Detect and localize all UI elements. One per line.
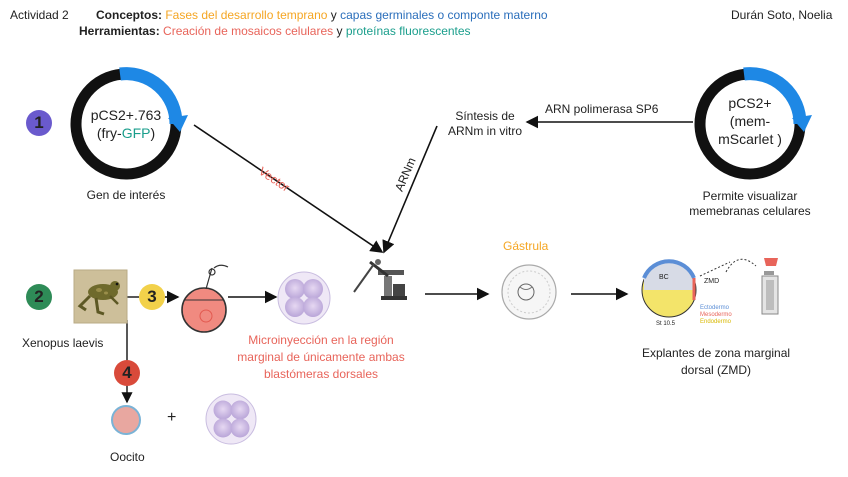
tools-and: y [333, 24, 346, 38]
frog-image [73, 269, 128, 324]
synthesis-line1: Síntesis de [455, 109, 515, 123]
plasmid-right-label: pCS2+ (mem- mScarlet ) [700, 94, 800, 148]
microinjector-icon [353, 259, 407, 300]
four-cell-embryo [277, 271, 331, 325]
plasmid-right-line3: mScarlet ) [718, 131, 782, 147]
author-name: Durán Soto, Noelia [731, 8, 833, 22]
micro-line2: marginal de únicamente ambas [237, 350, 405, 364]
gastrula-label: Gástrula [503, 239, 549, 253]
zmd-small-label: ZMD [704, 278, 720, 285]
four-cell-embryo-bottom [205, 393, 257, 445]
explant-diagram [641, 258, 779, 318]
oocyte-cell [111, 405, 141, 435]
explant-line1: Explantes de zona marginal [641, 346, 791, 360]
micro-line1: Microinyección en la región [248, 333, 394, 347]
plasmid-left-prefix: (fry- [96, 125, 122, 141]
plasmid-left-ring [70, 67, 188, 180]
oocyte-label: Oocito [110, 450, 145, 464]
plasmid-right-caption: Permite visualizar memebranas celulares [680, 189, 820, 219]
plasmid-right-ring [694, 67, 812, 180]
tools-part2: proteínas fluorescentes [345, 24, 471, 38]
plasmid-left-suffix: ) [150, 125, 156, 141]
tools-line: Herramientas: Creación de mosaicos celul… [79, 24, 471, 39]
arrow-arnm [382, 125, 438, 254]
gene-caption: Gen de interés [86, 188, 166, 202]
explant-line2: dorsal (ZMD) [680, 363, 751, 377]
step-3-badge: 3 [139, 284, 165, 310]
gastrula-embryo [501, 264, 557, 320]
injected-egg [181, 264, 229, 333]
mesoderm-label: Mesodermo [700, 312, 732, 318]
step-4-badge: 4 [114, 360, 140, 386]
micro-line3: blastómeras dorsales [263, 367, 379, 381]
arrow-vector [193, 124, 384, 253]
microinjection-label: Microinyección en la región marginal de … [226, 332, 416, 383]
endoderm-label: Endodermo [700, 319, 732, 325]
plasmid-right-line1: pCS2+ [728, 95, 772, 111]
plasmid-left-line2: (fry-GFP) [76, 124, 176, 142]
tools-part1: Creación de mosaicos celulares [163, 24, 334, 38]
stage-label: St 10.5 [656, 321, 676, 327]
germ-layer-legend: Ectodermo Mesodermo Endodermo [700, 305, 732, 326]
xenopus-label: Xenopus laevis [22, 336, 104, 350]
concepts-label: Conceptos: [96, 8, 162, 22]
step-1-badge: 1 [26, 110, 52, 136]
ectoderm-label: Ectodermo [700, 305, 730, 311]
concepts-and: y [327, 8, 341, 22]
plasmid-right-line2: (mem- [729, 113, 771, 129]
plasmid-left-line1: pCS2+.763 [90, 107, 162, 123]
step-2-badge: 2 [26, 284, 52, 310]
caption-line2: memebranas celulares [689, 204, 811, 218]
synthesis-line2: ARNm in vitro [447, 124, 522, 138]
polymerase-label: ARN polimerasa SP6 [545, 102, 659, 116]
synthesis-label: Síntesis de ARNm in vitro [440, 109, 530, 139]
concepts-part1: Fases del desarrollo temprano [165, 8, 328, 22]
caption-line1: Permite visualizar [702, 189, 798, 203]
bc-label: BC [659, 274, 669, 281]
concepts-line: Conceptos: Fases del desarrollo temprano… [96, 8, 548, 23]
gfp-label: GFP [121, 125, 151, 141]
concepts-part2: capas germinales o componte materno [340, 8, 548, 22]
plus-sign: + [167, 409, 177, 426]
tools-label: Herramientas: [79, 24, 160, 38]
activity-label: Actividad 2 [10, 8, 69, 22]
plasmid-left-label: pCS2+.763 (fry-GFP) [76, 106, 176, 142]
explant-label: Explantes de zona marginal dorsal (ZMD) [626, 345, 806, 379]
